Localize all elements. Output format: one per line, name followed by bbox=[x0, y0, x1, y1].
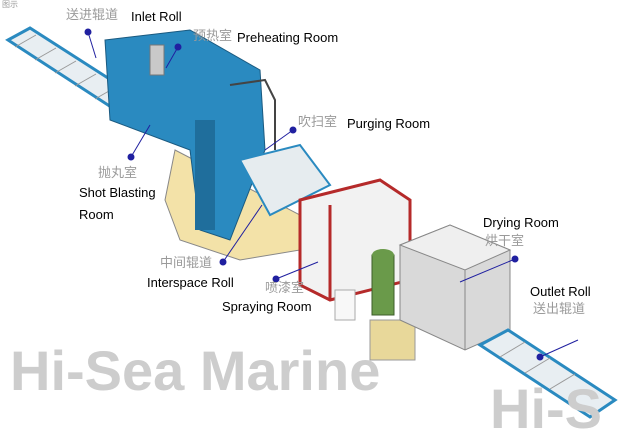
outlet-roll-cn: 送出辊道 bbox=[533, 302, 586, 317]
interspace-roll-cn: 中间辊道 bbox=[160, 256, 213, 271]
purging-room-label: Purging Room bbox=[347, 116, 431, 131]
drying-room-cn: 烘干室 bbox=[485, 234, 525, 249]
preheating-room-cn: 预热室 bbox=[193, 29, 233, 44]
leader-lines bbox=[84, 28, 579, 361]
outlet-conveyor bbox=[477, 328, 618, 419]
drying-room bbox=[398, 224, 512, 351]
outlet-roll-label: Outlet Roll bbox=[530, 284, 591, 299]
interspace-conveyor bbox=[238, 143, 332, 217]
shot-blasting-room-label-1: Shot Blasting bbox=[79, 185, 156, 200]
interspace-roll-label: Interspace Roll bbox=[147, 275, 234, 290]
spraying-room-label: Spraying Room bbox=[222, 299, 312, 314]
inlet-roll-cn: 送进辊道 bbox=[66, 8, 119, 23]
drying-room-label: Drying Room bbox=[483, 215, 559, 230]
inlet-roll-label: Inlet Roll bbox=[131, 9, 182, 24]
purging-room-cn: 吹扫室 bbox=[298, 115, 338, 130]
spraying-room-cn: 喷漆室 bbox=[265, 281, 305, 296]
corner-text: 图示 bbox=[2, 0, 18, 9]
preheating-room-label: Preheating Room bbox=[237, 30, 339, 45]
watermark: Hi-Sea Marine bbox=[10, 339, 381, 402]
shot-blasting-room-cn: 抛丸室 bbox=[98, 166, 138, 181]
shot-blasting-room-label-2: Room bbox=[79, 207, 114, 222]
shot-blasting-machine bbox=[104, 29, 276, 241]
watermark-edge: Hi-S bbox=[490, 377, 602, 440]
spraying-room bbox=[298, 178, 416, 361]
